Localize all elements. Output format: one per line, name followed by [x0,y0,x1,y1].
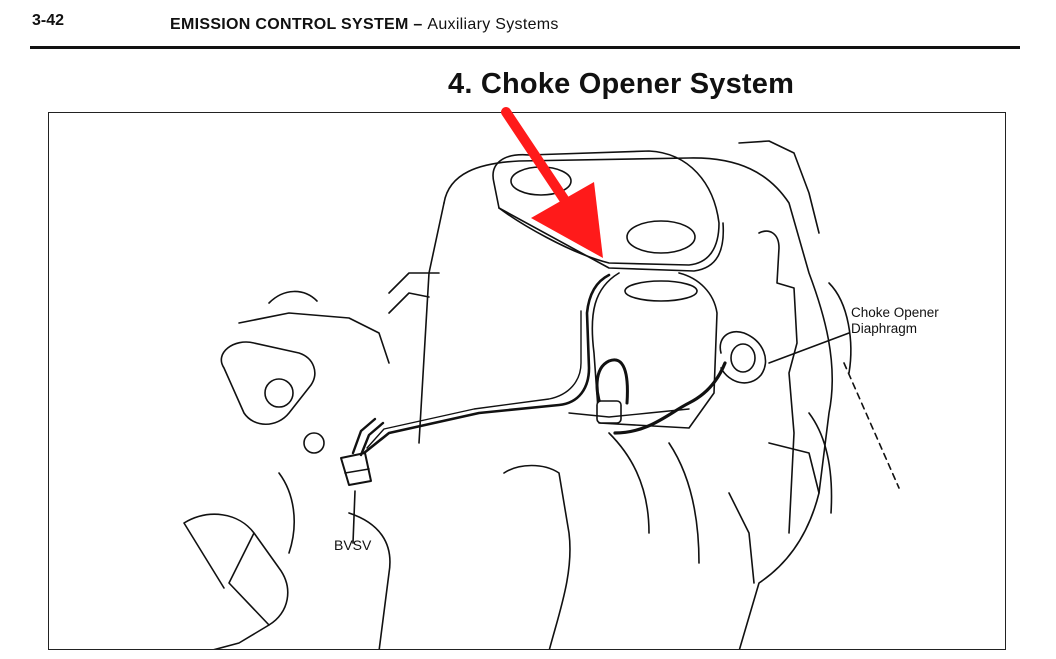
engine-diagram-frame: Choke Opener Diaphragm BVSV [48,112,1006,650]
left-bracket [220,341,316,426]
page-number: 3-42 [32,12,65,29]
vsv-valve [596,400,622,424]
air-cleaner-hole-right [626,220,696,254]
choke-opener-diaphragm-label: Choke Opener Diaphragm [851,305,939,337]
engine-left-edge [418,202,445,444]
chapter-title-main: EMISSION CONTROL SYSTEM [170,16,409,33]
chapter-subtitle: Auxiliary Systems [427,16,559,33]
section-title: 4. Choke Opener System [448,68,795,100]
bvsv-label: BVSV [334,537,372,553]
choke-opener-diaphragm [719,331,767,384]
bvsv-body [340,452,372,486]
choke-opener-label-line2: Diaphragm [851,321,918,336]
header-rule [30,46,1020,49]
vacuum-hose-to-diaphragm [613,361,727,435]
engine-block-outline [443,157,834,649]
engine-line-drawing [183,140,900,649]
page-header: 3-42 EMISSION CONTROL SYSTEM – Auxiliary… [30,6,1020,50]
chapter-title: EMISSION CONTROL SYSTEM – Auxiliary Syst… [170,16,559,34]
choke-opener-label-line1: Choke Opener [851,305,939,320]
cooling-fan [183,513,289,649]
vsv-hose-loop [595,358,629,415]
air-cleaner-hole-left [510,166,572,196]
title-separator: – [413,16,423,33]
vacuum-hose-main [362,273,611,455]
